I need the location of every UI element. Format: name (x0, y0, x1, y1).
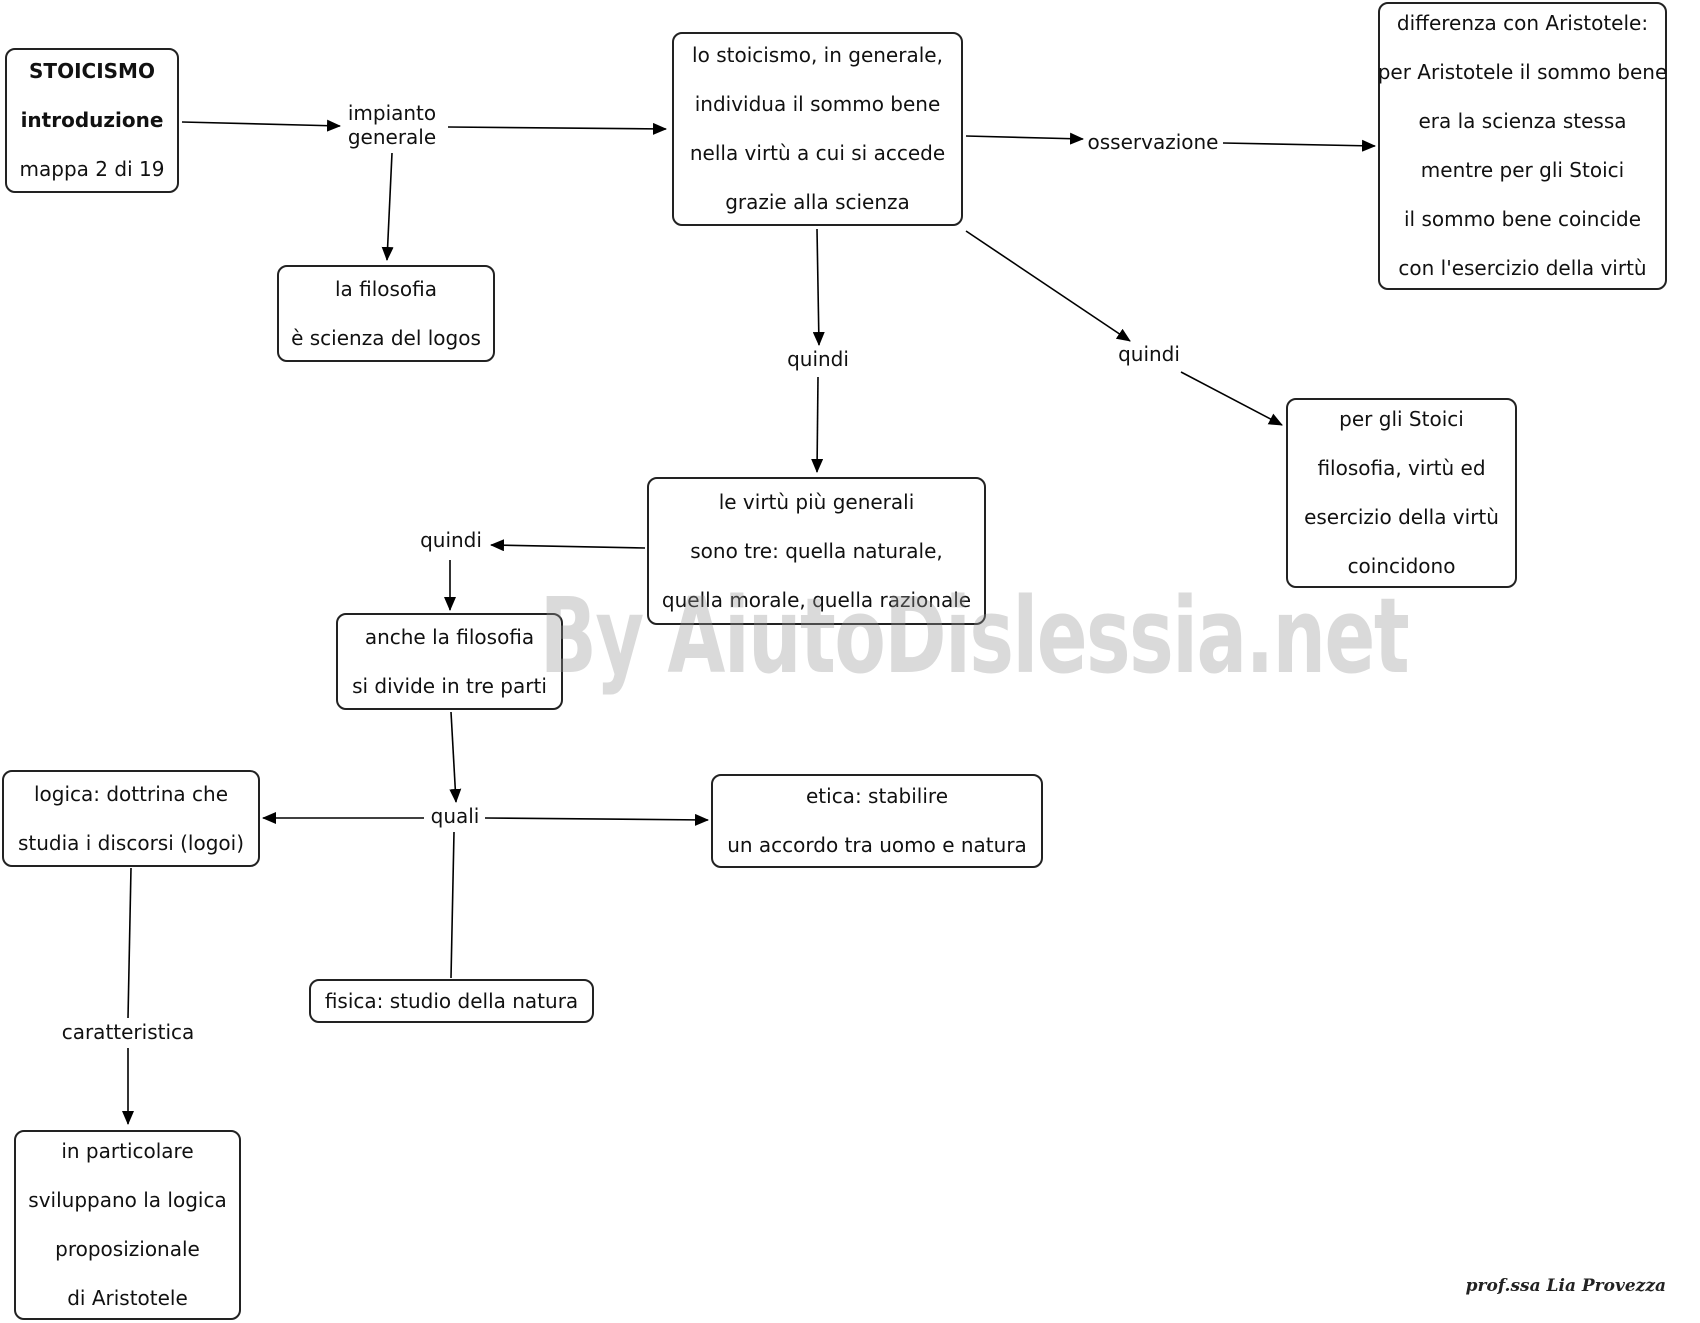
node-line: esercizio della virtù (1304, 505, 1499, 529)
link-label-line: impianto (347, 101, 437, 125)
node-line: il sommo bene coincide (1403, 207, 1642, 231)
node-line: sviluppano la logica (28, 1188, 227, 1212)
node-line: logica: dottrina che (33, 781, 229, 806)
node-line: filosofia, virtù ed (1317, 456, 1486, 480)
node-differenza-aristotele: differenza con Aristotele: per Aristotel… (1378, 2, 1667, 290)
node-filosofia-tre-parti: anche la filosofia si divide in tre part… (336, 613, 563, 710)
node-virtu-generali: le virtù più generali sono tre: quella n… (647, 477, 986, 625)
node-fisica: fisica: studio della natura (309, 979, 594, 1023)
node-line: differenza con Aristotele: (1396, 11, 1649, 35)
node-line: quella morale, quella razionale (661, 587, 972, 612)
connector-impianto-filosofia (381, 152, 394, 261)
author-signature: prof.ssa Lia Provezza (1465, 1276, 1666, 1296)
node-line: in particolare (61, 1139, 194, 1163)
node-line: le virtù più generali (718, 489, 915, 514)
node-line: si divide in tre parti (352, 673, 547, 698)
node-line: un accordo tra uomo e natura (727, 833, 1027, 857)
link-label-quindi-1: quindi (784, 347, 852, 371)
link-label-line: generale (347, 125, 437, 149)
title-text: STOICISMO (29, 59, 155, 83)
node-line: di Aristotele (67, 1286, 188, 1310)
node-line: sono tre: quella naturale, (690, 538, 943, 563)
node-logica-proposizionale: in particolare sviluppano la logica prop… (14, 1130, 241, 1320)
node-line: con l'esercizio della virtù (1398, 256, 1647, 280)
connector-quindi2-stoici (1180, 371, 1283, 426)
connector-title-impianto (181, 119, 341, 132)
node-line: anche la filosofia (364, 624, 535, 649)
node-etica: etica: stabilire un accordo tra uomo e n… (711, 774, 1043, 868)
connector-stoicismo-osservazione (965, 132, 1084, 145)
node-line: mentre per gli Stoici (1420, 158, 1625, 182)
title-node: STOICISMO introduzione mappa 2 di 19 (5, 48, 179, 193)
connector-impianto-stoicismo (447, 122, 667, 135)
connector-virtu-quindi3 (490, 539, 646, 552)
node-line: lo stoicismo, in generale, (692, 43, 943, 67)
node-line: è scienza del logos (291, 325, 481, 350)
node-stoici-coincidono: per gli Stoici filosofia, virtù ed eserc… (1286, 398, 1517, 588)
node-line: studia i discorsi (logoi) (17, 830, 245, 855)
connector-quindi1-virtu (811, 376, 824, 473)
node-line: fisica: studio della natura (324, 989, 579, 1013)
node-logica: logica: dottrina che studia i discorsi (… (2, 770, 260, 867)
link-label-quindi-3: quindi (417, 528, 485, 552)
node-line: coincidono (1347, 554, 1456, 578)
node-line: individua il sommo bene (694, 92, 941, 116)
connector-filosofia-quali (449, 711, 462, 803)
connector-stoicismo-quindi2 (965, 230, 1131, 342)
node-line: grazie alla scienza (725, 190, 910, 214)
connector-stoicismo-quindi1 (812, 228, 825, 346)
node-line: per gli Stoici (1339, 407, 1464, 431)
node-line: nella virtù a cui si accede (689, 141, 946, 165)
subtitle-text: introduzione (20, 108, 164, 132)
link-label-osservazione: osservazione (1084, 130, 1222, 154)
link-label-quindi-2: quindi (1115, 342, 1183, 366)
node-stoicismo-generale: lo stoicismo, in generale, individua il … (672, 32, 963, 226)
node-line: etica: stabilire (805, 784, 949, 808)
link-label-impianto: impianto generale (344, 101, 440, 149)
node-line: proposizionale (55, 1237, 200, 1261)
connector-quali-fisica (450, 831, 455, 979)
link-label-quali: quali (427, 804, 483, 828)
connector-quali-etica (484, 813, 709, 826)
connector-logica-caratteristica (127, 867, 132, 1019)
node-line: la filosofia (334, 276, 438, 301)
map-number-text: mappa 2 di 19 (19, 157, 165, 181)
node-line: per Aristotele il sommo bene (1377, 60, 1668, 84)
link-label-caratteristica: caratteristica (58, 1020, 198, 1044)
connector-osservazione-differenza (1222, 139, 1376, 152)
node-filosofia-logos: la filosofia è scienza del logos (277, 265, 495, 362)
node-line: era la scienza stessa (1418, 109, 1627, 133)
